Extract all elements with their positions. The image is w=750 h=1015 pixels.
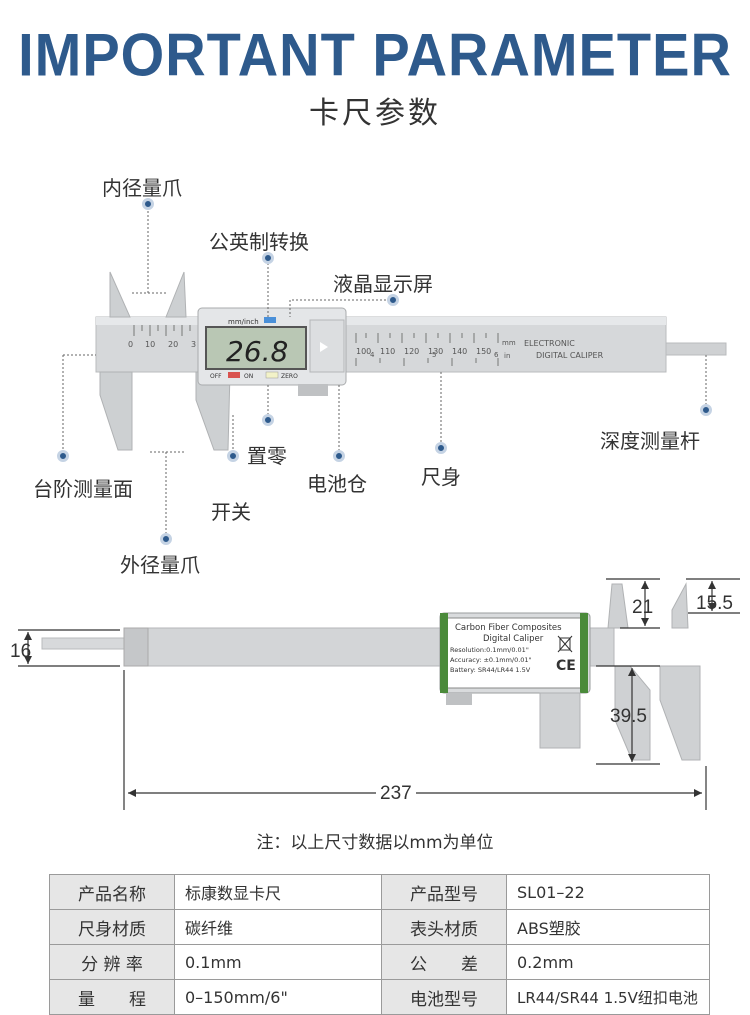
scale-tick-150: 150 bbox=[476, 347, 491, 356]
zero-button[interactable] bbox=[265, 371, 279, 379]
zero-text: ZERO bbox=[281, 373, 298, 380]
spec-table: 产品名称 标康数显卡尺 产品型号 SL01–22 尺身材质 碳纤维 表头材质 A… bbox=[49, 874, 710, 1015]
ce-mark: CE bbox=[556, 658, 576, 674]
spec-key: 尺身材质 bbox=[49, 909, 175, 945]
fixed-lower-jaw bbox=[99, 371, 133, 451]
label-outer-jaw: 外径量爪 bbox=[120, 553, 200, 577]
brand-line2: DIGITAL CALIPER bbox=[536, 351, 604, 360]
scale-tick-3: 3 bbox=[191, 340, 196, 349]
scale-tick-20: 20 bbox=[168, 340, 178, 349]
label-battery-compartment: 电池仓 bbox=[307, 472, 367, 496]
spec-value: 0.2mm bbox=[506, 944, 710, 980]
spec-key: 公 差 bbox=[381, 944, 507, 980]
slider-upper-jaw bbox=[165, 271, 187, 318]
back-line2: Digital Caliper bbox=[483, 634, 544, 644]
back-line1: Carbon Fiber Composites bbox=[455, 623, 562, 633]
unit-text: mm/inch bbox=[228, 318, 259, 326]
marker-depth-rod bbox=[700, 404, 712, 416]
scale-tick-100: 100 bbox=[356, 347, 371, 356]
back-slider-jaw bbox=[671, 582, 689, 629]
label-power: 开关 bbox=[211, 500, 251, 524]
caliper-back-diagram: Carbon Fiber Composites Digital Caliper … bbox=[18, 578, 740, 810]
marker-unit-switch bbox=[262, 252, 274, 264]
depth-rod bbox=[665, 342, 727, 356]
back-fixed-jaw bbox=[607, 583, 629, 629]
thumb-wheel bbox=[298, 384, 328, 396]
scale-tick-10: 10 bbox=[145, 340, 155, 349]
marker-body bbox=[435, 442, 447, 454]
marker-step-face bbox=[57, 450, 69, 462]
spec-key: 电池型号 bbox=[381, 979, 507, 1015]
back-line3: Resolution:0.1mm/0.01" bbox=[450, 646, 529, 654]
page-subtitle: 卡尺参数 bbox=[309, 96, 441, 131]
label-lcd: 液晶显示屏 bbox=[333, 272, 433, 296]
spec-value: 碳纤维 bbox=[174, 909, 382, 945]
label-inner-jaw: 内径量爪 bbox=[102, 176, 182, 200]
back-line5: Battery: SR44/LR44 1.5V bbox=[450, 666, 531, 674]
brand-line1: ELECTRONIC bbox=[524, 339, 575, 348]
dimension-15-5: 15.5 bbox=[696, 593, 733, 614]
dimension-16: 16 bbox=[10, 641, 32, 662]
caliper-bar bbox=[95, 316, 667, 373]
unit-note: 注：以上尺寸数据以mm为单位 bbox=[256, 833, 494, 853]
lcd-reading: 26.8 bbox=[226, 335, 288, 368]
table-row: 量 程 0–150mm/6" 电池型号 LR44/SR44 1.5V纽扣电池 bbox=[49, 979, 710, 1015]
mm-mark: mm bbox=[502, 339, 516, 347]
spec-value: 0.1mm bbox=[174, 944, 382, 980]
lcd-screen bbox=[205, 326, 307, 370]
spec-key: 表头材质 bbox=[381, 909, 507, 945]
label-unit-switch: 公英制转换 bbox=[209, 230, 309, 254]
table-row: 分 辨 率 0.1mm 公 差 0.2mm bbox=[49, 944, 710, 980]
scale-tick-0: 0 bbox=[128, 340, 133, 349]
label-zero: 置零 bbox=[247, 444, 287, 468]
off-text: OFF bbox=[210, 373, 222, 380]
marker-battery bbox=[333, 450, 345, 462]
caliper-front-diagram: 0 10 20 3 100 110 120 130 140 150 4 5 6 … bbox=[57, 198, 727, 545]
back-line4: Accuracy: ±0.1mm/0.01" bbox=[450, 656, 532, 664]
scale-tick-110: 110 bbox=[380, 347, 395, 356]
spec-key: 产品型号 bbox=[381, 874, 507, 910]
on-text: ON bbox=[244, 373, 253, 380]
dimension-21: 21 bbox=[632, 597, 654, 618]
scale-tick-120: 120 bbox=[404, 347, 419, 356]
fixed-upper-jaw bbox=[109, 271, 131, 318]
table-row: 尺身材质 碳纤维 表头材质 ABS塑胶 bbox=[49, 909, 710, 945]
label-depth-rod: 深度测量杆 bbox=[600, 429, 700, 453]
spec-key: 分 辨 率 bbox=[49, 944, 175, 980]
scale-tick-130: 130 bbox=[428, 347, 443, 356]
in-mark: in bbox=[504, 352, 510, 360]
marker-power bbox=[227, 450, 239, 462]
label-step-face: 台阶测量面 bbox=[33, 477, 133, 501]
spec-value: ABS塑胶 bbox=[506, 909, 710, 945]
page-title: IMPORTANT PARAMETER bbox=[18, 20, 732, 89]
marker-lcd bbox=[387, 294, 399, 306]
dimension-237: 237 bbox=[376, 783, 416, 805]
spec-value: LR44/SR44 1.5V纽扣电池 bbox=[506, 979, 710, 1015]
inch-mark-4: 4 bbox=[370, 351, 375, 359]
spec-key: 产品名称 bbox=[49, 874, 175, 910]
label-markers bbox=[57, 198, 712, 545]
marker-zero bbox=[262, 414, 274, 426]
dimension-39-5: 39.5 bbox=[610, 706, 647, 727]
spec-key: 量 程 bbox=[49, 979, 175, 1015]
inch-mark-6: 6 bbox=[494, 351, 499, 359]
label-body: 尺身 bbox=[421, 465, 461, 489]
power-button[interactable] bbox=[228, 372, 240, 378]
weee-icon bbox=[557, 635, 573, 653]
unit-button[interactable] bbox=[264, 317, 276, 323]
spec-value: 0–150mm/6" bbox=[174, 979, 382, 1015]
inch-mark-5: 5 bbox=[432, 351, 436, 359]
scale-tick-140: 140 bbox=[452, 347, 467, 356]
spec-value: 标康数显卡尺 bbox=[174, 874, 382, 910]
spec-value: SL01–22 bbox=[506, 874, 710, 910]
marker-inner-jaw bbox=[142, 198, 154, 210]
marker-outer-jaw bbox=[160, 533, 172, 545]
table-row: 产品名称 标康数显卡尺 产品型号 SL01–22 bbox=[49, 874, 710, 910]
